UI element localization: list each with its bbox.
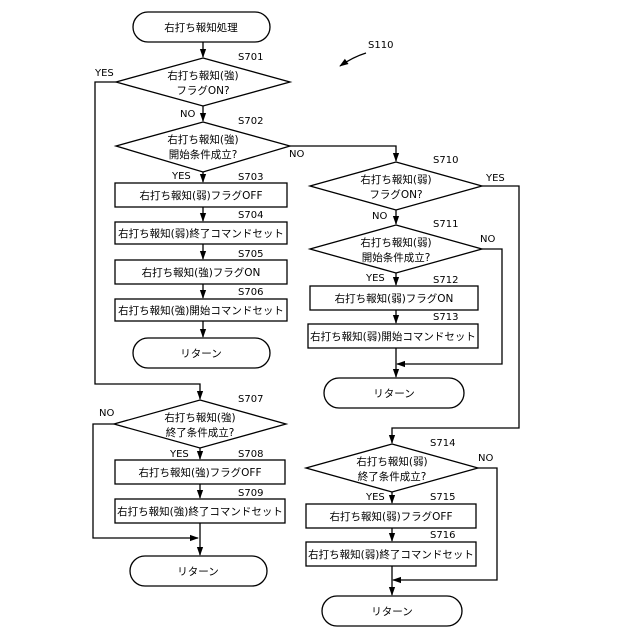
process-s706-label: 右打ち報知(強)開始コマンドセット — [118, 304, 284, 317]
step-id-s714: S714 — [430, 438, 455, 449]
label-s710-yes: YES — [485, 173, 505, 184]
decision-s714-line2: 終了条件成立? — [358, 470, 427, 483]
decision-s707: 右打ち報知(強) 終了条件成立? S707 — [114, 394, 286, 448]
return-label: リターン — [177, 566, 218, 578]
decision-s701-line1: 右打ち報知(強) — [167, 69, 238, 82]
process-s706: 右打ち報知(強)開始コマンドセット S706 — [115, 287, 287, 321]
process-s703-label: 右打ち報知(弱)フラグOFF — [139, 189, 262, 202]
decision-s710-line1: 右打ち報知(弱) — [360, 173, 431, 186]
decision-s701: 右打ち報知(強) フラグON? S701 — [116, 52, 290, 106]
step-id-s716: S716 — [430, 530, 455, 541]
process-s708-label: 右打ち報知(強)フラグOFF — [138, 466, 261, 479]
process-s703: 右打ち報知(弱)フラグOFF S703 — [115, 172, 287, 207]
figure-ref-arrow — [340, 53, 366, 66]
return-label: リターン — [180, 348, 221, 360]
step-id-s709: S709 — [238, 488, 263, 499]
process-s713: 右打ち報知(弱)開始コマンドセット S713 — [308, 312, 478, 348]
return-terminal: リターン — [322, 596, 462, 626]
step-id-s711: S711 — [433, 219, 458, 230]
process-s716-label: 右打ち報知(弱)終了コマンドセット — [308, 548, 474, 561]
label-s711-yes: YES — [365, 273, 385, 284]
label-s710-no: NO — [372, 211, 387, 222]
decision-s711-line1: 右打ち報知(弱) — [360, 236, 431, 249]
decision-s710: 右打ち報知(弱) フラグON? S710 — [310, 155, 482, 210]
figure-ref-label: S110 — [368, 40, 393, 51]
process-s715: 右打ち報知(弱)フラグOFF S715 — [306, 492, 476, 528]
label-s701-no: NO — [180, 109, 195, 120]
decision-s711: 右打ち報知(弱) 開始条件成立? S711 — [310, 219, 482, 273]
step-id-s708: S708 — [238, 449, 263, 460]
decision-s702: 右打ち報知(強) 開始条件成立? S702 — [116, 116, 290, 172]
decision-s711-line2: 開始条件成立? — [362, 251, 431, 264]
label-s714-no: NO — [478, 453, 493, 464]
decision-s710-line2: フラグON? — [369, 188, 422, 201]
start-label: 右打ち報知処理 — [164, 21, 238, 34]
step-id-s704: S704 — [238, 210, 263, 221]
arrow-s702-no-s710 — [290, 146, 396, 161]
process-s709-label: 右打ち報知(強)終了コマンドセット — [117, 505, 283, 518]
step-id-s702: S702 — [238, 116, 263, 127]
step-id-s712: S712 — [433, 275, 458, 286]
decision-s702-line2: 開始条件成立? — [169, 148, 238, 161]
process-s704-label: 右打ち報知(弱)終了コマンドセット — [118, 227, 284, 240]
label-s702-yes: YES — [171, 171, 191, 182]
process-s715-label: 右打ち報知(弱)フラグOFF — [329, 510, 452, 523]
return-label: リターン — [373, 388, 414, 400]
label-s701-yes: YES — [94, 68, 114, 79]
process-s704: 右打ち報知(弱)終了コマンドセット S704 — [115, 210, 287, 244]
decision-s714: 右打ち報知(弱) 終了条件成立? S714 — [306, 438, 478, 492]
return-label: リターン — [371, 606, 412, 618]
return-terminal: リターン — [133, 338, 270, 368]
decision-s707-line2: 終了条件成立? — [166, 426, 235, 439]
decision-s707-line1: 右打ち報知(強) — [164, 411, 235, 424]
decision-s702-line1: 右打ち報知(強) — [167, 133, 238, 146]
step-id-s710: S710 — [433, 155, 458, 166]
decision-s701-line2: フラグON? — [176, 84, 229, 97]
decision-s714-line1: 右打ち報知(弱) — [356, 455, 427, 468]
process-s716: 右打ち報知(弱)終了コマンドセット S716 — [306, 530, 476, 566]
step-id-s706: S706 — [238, 287, 263, 298]
label-s711-no: NO — [480, 234, 495, 245]
start-terminal: 右打ち報知処理 — [133, 12, 270, 42]
return-terminal: リターン — [324, 378, 464, 408]
step-id-s713: S713 — [433, 312, 458, 323]
step-id-s701: S701 — [238, 52, 263, 63]
label-s714-yes: YES — [365, 492, 385, 503]
process-s705-label: 右打ち報知(強)フラグON — [142, 266, 261, 279]
label-s707-no: NO — [99, 408, 114, 419]
process-s712-label: 右打ち報知(弱)フラグON — [335, 292, 454, 305]
return-terminal: リターン — [130, 556, 267, 586]
process-s705: 右打ち報知(強)フラグON S705 — [115, 249, 287, 284]
step-id-s705: S705 — [238, 249, 263, 260]
process-s713-label: 右打ち報知(弱)開始コマンドセット — [310, 330, 476, 343]
process-s712: 右打ち報知(弱)フラグON S712 — [310, 275, 478, 310]
label-s702-no: NO — [289, 149, 304, 160]
step-id-s707: S707 — [238, 394, 263, 405]
label-s707-yes: YES — [169, 449, 189, 460]
step-id-s715: S715 — [430, 492, 455, 503]
step-id-s703: S703 — [238, 172, 263, 183]
